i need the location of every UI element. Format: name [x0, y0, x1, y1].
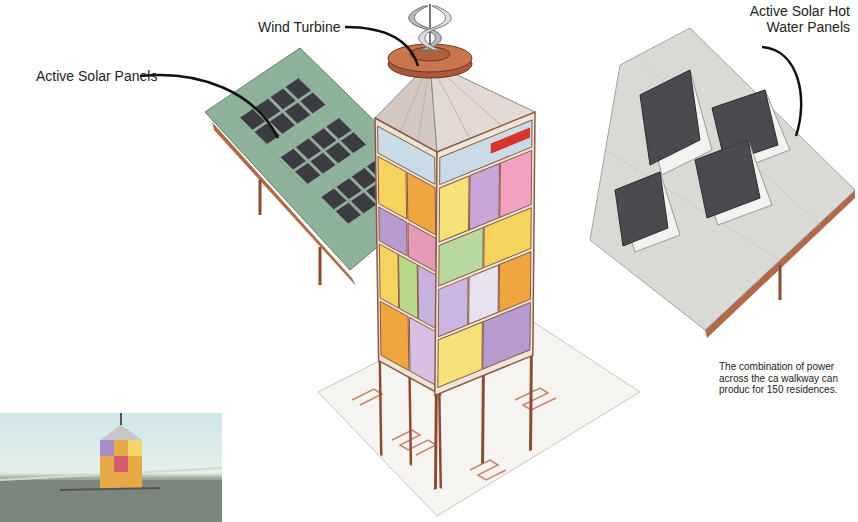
grey-roof-part: [590, 28, 855, 330]
thumbnail-part: [0, 413, 222, 522]
green-roof-part-part: [224, 99, 369, 257]
hot-water-panels-part-part: [640, 70, 700, 165]
tower-part-part: [408, 377, 412, 466]
grey-roof: [590, 28, 855, 338]
green-roof: [205, 48, 445, 286]
tower-part-part: [434, 394, 438, 490]
solar-panels-part-part: [300, 92, 326, 114]
floor: [318, 300, 640, 516]
tower-part-part: [435, 112, 535, 395]
hot-water-panels-part: [695, 140, 772, 225]
green-roof-part: [319, 247, 322, 285]
thumbnail-part: [120, 413, 122, 425]
hot-water-panels-part-part: [695, 140, 760, 218]
callout-label: Active Solar Hot Water Panels: [730, 3, 850, 35]
green-roof-part-part: [243, 86, 388, 244]
tower-part: [434, 112, 535, 490]
hot-water-panels-part-part: [615, 172, 680, 252]
hot-water-panels-part: [615, 172, 680, 252]
tower-part: [375, 118, 442, 489]
solar-panels-part-part: [340, 132, 366, 154]
thumbnail-part: [100, 425, 142, 440]
thumbnail-part: [60, 488, 160, 490]
hot-water-panels: [615, 70, 790, 252]
tower-part-part: [438, 393, 442, 489]
grey-roof-part: [606, 60, 820, 260]
tower-part-part: [409, 317, 438, 386]
tower-part-part: [399, 255, 418, 319]
wind-turbine-part: [419, 6, 452, 50]
caption-note: The combination of power across the ca w…: [719, 361, 853, 396]
tower-part-part: [439, 176, 469, 242]
tower-part-part: [483, 302, 530, 369]
tower-part-part: [380, 301, 409, 370]
tower-part-part: [499, 252, 531, 312]
callout-label: Wind Turbine: [258, 19, 340, 35]
tower-part-part: [418, 265, 437, 329]
tower-part-part: [470, 164, 500, 230]
thumbnail: [0, 413, 222, 522]
tower-part-part: [438, 322, 483, 387]
leader-line-part: [140, 75, 278, 138]
grey-roof-part: [779, 265, 782, 300]
floor-part-part: [515, 388, 556, 410]
floor-part-part: [392, 430, 436, 455]
floor-part-part: [352, 389, 382, 405]
floor-part: [352, 388, 556, 480]
wind-turbine: [409, 4, 452, 54]
tower-part-part: [375, 118, 441, 395]
tower-part-part: [438, 277, 468, 336]
tower-part-part: [379, 244, 398, 308]
hot-water-panels-part-part: [695, 140, 772, 225]
thumbnail-part: [100, 440, 114, 456]
tower-part-part: [379, 361, 383, 457]
tower-part-part: [491, 128, 530, 154]
leader-line-part: [345, 27, 418, 66]
floor-part-part: [470, 460, 506, 480]
thumbnail-part: [100, 440, 142, 488]
floor-part: [318, 300, 640, 516]
tower-part-part: [481, 375, 485, 464]
hot-water-panels-part-part: [615, 172, 668, 246]
tower-part-part: [469, 265, 499, 324]
leader-line-part: [762, 47, 801, 136]
leader-line: [140, 27, 801, 138]
green-roof-part: [259, 180, 262, 215]
thumbnail-part: [128, 440, 142, 456]
tower-part-part: [529, 355, 533, 451]
tower-part-part: [500, 150, 532, 217]
tower: [375, 44, 535, 490]
callout-label: Active Solar Panels: [36, 68, 157, 84]
thumbnail-part: [114, 456, 128, 472]
